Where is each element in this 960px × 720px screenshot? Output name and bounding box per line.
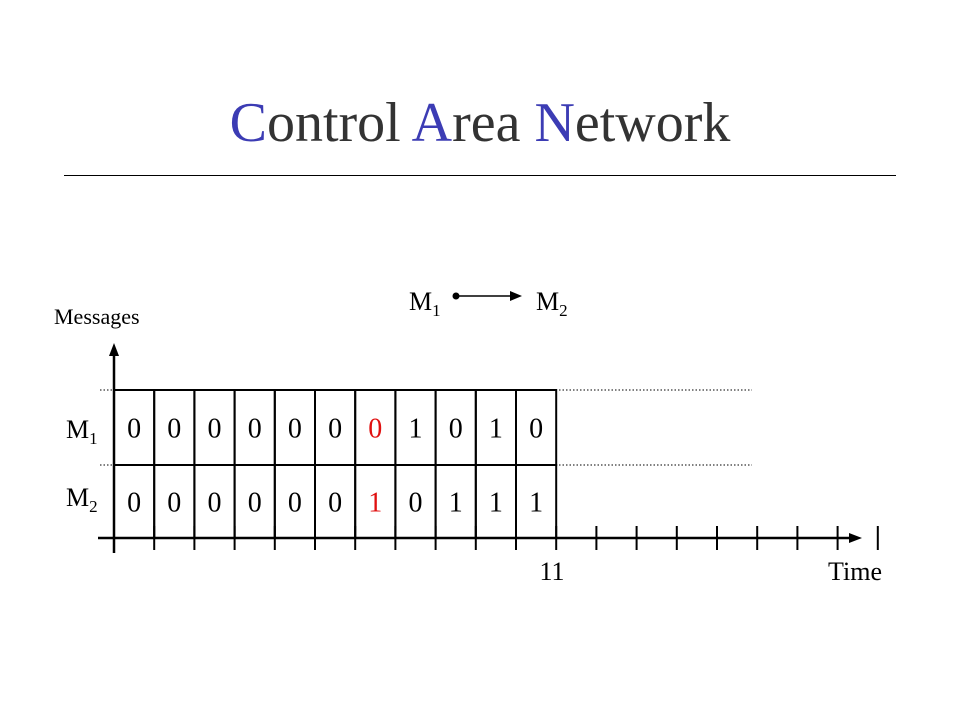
priority-left-label: M1 [409,287,441,320]
title-initial-c: C [229,92,267,154]
m2-bit-value: 0 [248,488,262,519]
m2-bit-cell [515,464,558,539]
title-rest-c: ontrol [266,92,412,154]
m1-bit-value: 0 [529,414,543,445]
y-axis-arrowhead [109,343,119,356]
m1-bit-value: 0 [368,414,382,445]
m1-bit-value: 0 [288,414,302,445]
m1-bit-value: 1 [489,414,503,445]
row-label-m2: M2 [66,483,98,516]
priority-right-label: M2 [536,287,568,320]
m2-bit-value: 1 [489,488,503,519]
x-axis-label: Time [828,557,882,586]
m2-bit-value: 0 [288,488,302,519]
m1-bit-value: 0 [328,414,342,445]
x-axis-arrowhead [849,533,862,543]
tick-label-11: 11 [539,557,564,586]
priority-legend: M1 M2 [409,287,568,320]
m2-bit-value: 0 [127,488,141,519]
m1-bit-value: 0 [248,414,262,445]
title-rest-n: etwork [574,92,731,154]
slide-title: Control Area Network [0,88,960,158]
m2-bit-value: 1 [368,488,382,519]
m2-bit-value: 1 [529,488,543,519]
m1-bit-value: 1 [409,414,423,445]
m2-bit-value: 0 [328,488,342,519]
m1-bit-value: 0 [449,414,463,445]
m1-bit-value: 0 [127,414,141,445]
priority-arrowhead [510,291,522,301]
title-rest-a: rea [452,92,535,154]
title-underline [64,175,896,176]
m2-bit-value: 0 [409,488,423,519]
row-label-m1: M1 [66,415,98,448]
title-initial-a: A [411,92,453,154]
m1-bit-value: 0 [208,414,222,445]
m2-bit-value: 1 [449,488,463,519]
m1-bit-value: 0 [167,414,181,445]
m2-bit-value: 0 [208,488,222,519]
y-axis-label: Messages [54,304,140,329]
m2-bit-value: 0 [167,488,181,519]
title-initial-n: N [534,92,575,154]
